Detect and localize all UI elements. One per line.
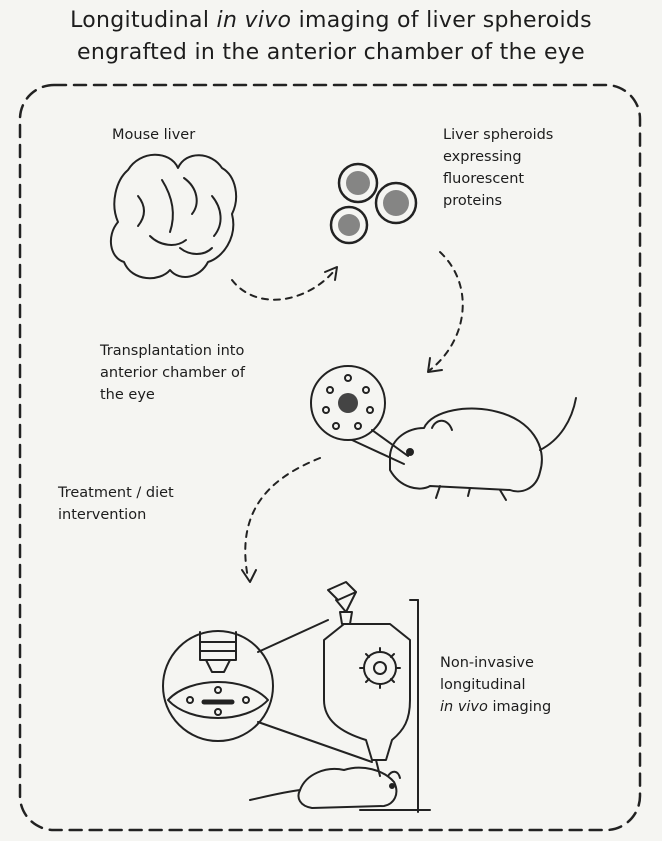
mouse-transplant-icon	[311, 366, 576, 500]
microscope-icon	[163, 582, 430, 812]
label-treatment: Treatment / diet intervention	[58, 482, 174, 526]
arrow-liver-to-spheroids	[232, 270, 335, 300]
label-imaging-line-2: longitudinal	[440, 674, 551, 696]
arrow-mouse-to-treatment	[245, 458, 320, 578]
label-imaging-line-3: in vivo imaging	[440, 696, 551, 718]
label-transplantation: Transplantation into anterior chamber of…	[100, 340, 245, 406]
label-imaging-suffix: imaging	[488, 699, 551, 715]
label-imaging: Non-invasive longitudinal in vivo imagin…	[440, 652, 551, 718]
mouse-liver-icon	[111, 155, 236, 278]
label-imaging-line-1: Non-invasive	[440, 652, 551, 674]
label-liver-spheroids: Liver spheroids expressing fluorescent p…	[443, 124, 553, 212]
arrow-spheroids-to-mouse	[430, 252, 463, 370]
imaging-mouse-icon	[250, 768, 400, 808]
arrowheads	[242, 267, 442, 582]
label-imaging-italic: in vivo	[440, 699, 488, 715]
liver-spheroids-icon	[331, 164, 416, 243]
dashed-arrows	[232, 252, 463, 578]
label-mouse-liver: Mouse liver	[112, 124, 195, 146]
